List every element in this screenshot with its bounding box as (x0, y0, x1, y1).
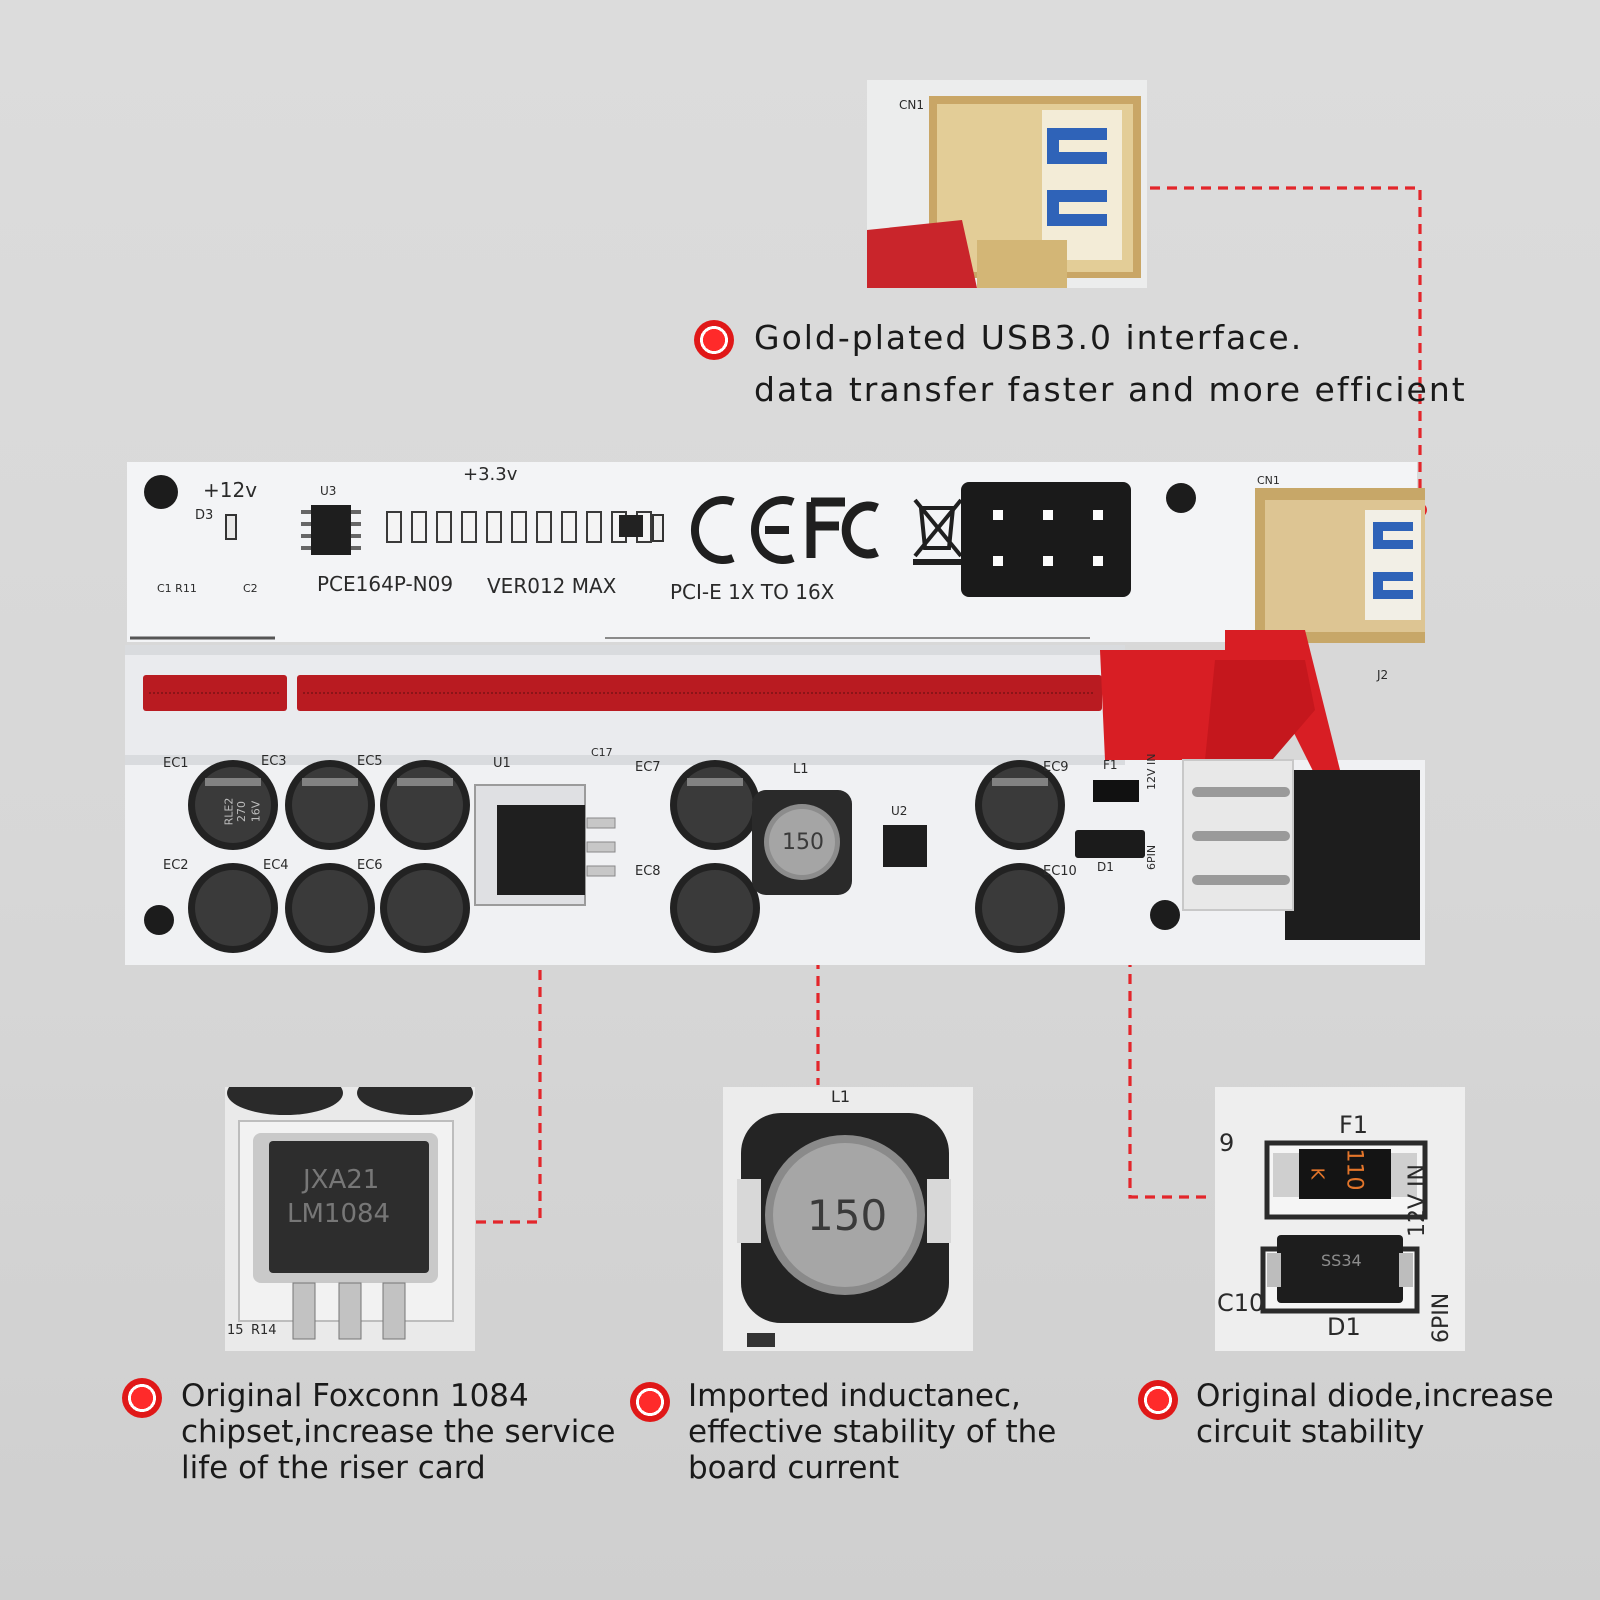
diode-thumb-6pin-label: 6PIN (1429, 1292, 1454, 1343)
chip-marking-line2: LM1084 (287, 1199, 391, 1229)
usb-closeup-image: CN1 (867, 80, 1147, 288)
board-6pin-label: 6PIN (1145, 844, 1158, 870)
usb-callout-bullet-icon (694, 320, 734, 360)
inductor-thumb-l1-label: L1 (831, 1087, 851, 1106)
board-l1-label: L1 (793, 762, 809, 777)
board-u3-label: U3 (320, 484, 337, 498)
board-c17-label: C17 (591, 746, 613, 759)
fuse-thumb-r-mark: K (1306, 1167, 1328, 1180)
usb-callout-text: Gold-plated USB3.0 interface. data trans… (754, 312, 1467, 416)
board-inductor-marking: 150 (782, 830, 824, 855)
board-model-label: PCE164P-N09 (317, 572, 454, 596)
fuse-thumb-f1-label: F1 (1339, 1111, 1369, 1139)
board-f1-label: F1 (1103, 758, 1118, 772)
chipset-callout-text: Original Foxconn 1084 chipset,increase t… (181, 1378, 616, 1486)
board-bus-label: PCI-E 1X TO 16X (670, 580, 835, 604)
board-12vin-label: 12V IN (1145, 753, 1158, 791)
chipset-callout-bullet-icon (122, 1378, 162, 1418)
inductor-callout-line-3: board current (688, 1450, 900, 1486)
board-33v-label: +3.3v (463, 464, 518, 485)
inductor-closeup-image: L1 150 (723, 1087, 973, 1351)
chipset-illustration (225, 1087, 475, 1351)
usb-callout-line-1: Gold-plated USB3.0 interface. (754, 318, 1304, 357)
diode-thumb-d1-label: D1 (1327, 1313, 1361, 1341)
chipset-callout-line-2: chipset,increase the service (181, 1414, 616, 1450)
diode-callout-bullet-icon (1138, 1380, 1178, 1420)
fuse-thumb-marking: 110 (1341, 1148, 1367, 1191)
board-ec4-label: EC4 (263, 858, 289, 873)
diode-callout-text: Original diode,increase circuit stabilit… (1196, 1378, 1554, 1450)
board-d3-label: D3 (195, 508, 214, 523)
diode-leader (1128, 872, 1213, 1199)
chipset-closeup-image: JXA21 LM1084 15 R14 (225, 1087, 475, 1351)
diode-fuse-illustration (1215, 1087, 1465, 1351)
riser-board: +12v D3 U3 +3.3v C1 R11 C2 PCE164P-N09 V… (125, 460, 1425, 965)
cap-marking-1: RLE2 (222, 797, 236, 826)
chip-resistor-label-15: 15 (227, 1323, 244, 1338)
board-d1-label: D1 (1097, 860, 1114, 874)
board-ec10-label: EC10 (1043, 864, 1077, 879)
board-u1-label: U1 (493, 756, 511, 771)
inductor-illustration (723, 1087, 973, 1351)
diode-thumb-c10-label: C10 (1217, 1289, 1265, 1317)
usb-port-illustration (867, 80, 1147, 288)
board-ec2-label: EC2 (163, 858, 189, 873)
usb-callout-line-2: data transfer faster and more efficient (754, 370, 1467, 409)
board-c2-label: C2 (243, 582, 258, 595)
chipset-callout-line-1: Original Foxconn 1084 (181, 1378, 529, 1414)
chipset-leader (476, 902, 542, 1224)
cap-marking-3: 16V (249, 800, 263, 823)
board-j2-label: J2 (1377, 668, 1389, 682)
diode-thumb-9-label: 9 (1219, 1129, 1235, 1157)
board-12v-label: +12v (203, 478, 258, 502)
riser-board-illustration (125, 462, 1425, 965)
usb-leader (1150, 186, 1422, 510)
diode-thumb-marking: SS34 (1321, 1251, 1362, 1270)
chipset-callout-line-3: life of the riser card (181, 1450, 486, 1486)
diode-closeup-image: F1 110 K SS34 D1 9 C10 12V IN 6PIN (1215, 1087, 1465, 1351)
board-cn1-label: CN1 (1257, 474, 1280, 487)
board-ec3-label: EC3 (261, 754, 287, 769)
inductor-callout-line-2: effective stability of the (688, 1414, 1057, 1450)
cap-marking-2: 270 (235, 801, 248, 822)
board-ec7-label: EC7 (635, 760, 661, 775)
board-ec9-label: EC9 (1043, 760, 1069, 775)
diode-thumb-12vin-label: 12V IN (1405, 1164, 1430, 1237)
inductor-callout-bullet-icon (630, 1382, 670, 1422)
usb-thumb-cn1-label: CN1 (899, 98, 924, 112)
board-ec8-label: EC8 (635, 864, 661, 879)
inductor-callout-text: Imported inductanec, effective stability… (688, 1378, 1056, 1486)
board-u2-label: U2 (891, 804, 908, 818)
board-ec1-label: EC1 (163, 756, 189, 771)
board-version-label: VER012 MAX (487, 574, 617, 598)
board-ec6-label: EC6 (357, 858, 383, 873)
diode-callout-line-2: circuit stability (1196, 1414, 1425, 1450)
inductor-thumb-marking: 150 (807, 1191, 888, 1240)
board-ec5-label: EC5 (357, 754, 383, 769)
board-c1r11-label: C1 R11 (157, 582, 197, 595)
chip-resistor-label-r14: R14 (251, 1323, 277, 1338)
inductor-callout-line-1: Imported inductanec, (688, 1378, 1021, 1414)
chip-marking-line1: JXA21 (303, 1165, 380, 1195)
diode-callout-line-1: Original diode,increase (1196, 1378, 1554, 1414)
